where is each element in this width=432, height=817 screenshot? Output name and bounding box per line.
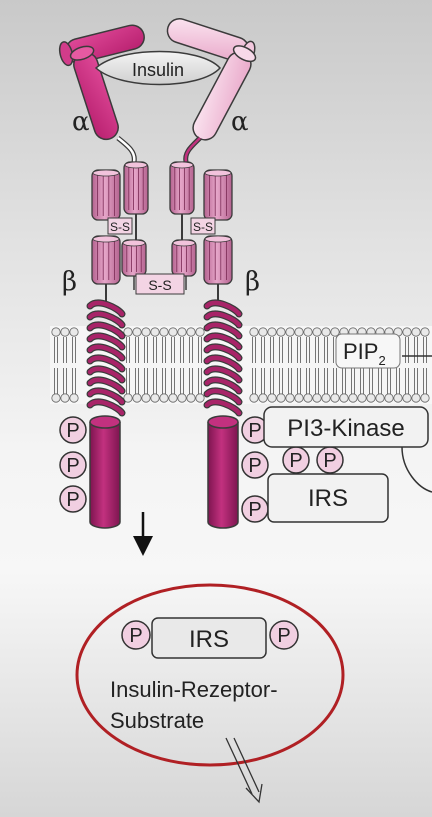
phosphate-icon [59, 485, 87, 513]
phosphate-label: P [248, 420, 261, 442]
phosphate-label: P [66, 489, 79, 511]
phosphate-label: P [277, 625, 290, 647]
lipid-heads-inner [51, 393, 430, 403]
phosphate-icon [59, 416, 87, 444]
irs-substrate-box [151, 617, 267, 659]
ss-label-right: S-S [193, 220, 213, 234]
phosphate-label: P [248, 499, 261, 521]
phosphate-icon [241, 451, 269, 479]
disulfide-bridge-left: S-S [107, 217, 133, 235]
ss-label-center: S-S [148, 277, 171, 293]
disulfide-bridge-right: S-S [190, 217, 216, 235]
phosphate-label: P [66, 420, 79, 442]
pi3-kinase-label: PI3-Kinase [287, 415, 404, 442]
phosphate-label: P [66, 455, 79, 477]
pi3-kinase-box: PI3-Kinase [263, 406, 432, 493]
alpha-label-left: α [72, 107, 90, 137]
kinase-domain-right [207, 415, 239, 529]
substrate-caption-line1: Insulin-Rezeptor- [110, 677, 278, 702]
alpha-label-right: α [231, 107, 249, 137]
pip2-box: PIP2 [335, 333, 432, 369]
transmembrane-helices [86, 299, 243, 417]
beta-domain-barrel [203, 169, 233, 221]
beta-domain-barrel [91, 235, 121, 285]
transmembrane-helix-left [86, 299, 126, 417]
phosphate-icon [269, 620, 299, 650]
beta-label-right: β [245, 267, 260, 297]
beta-domain-barrel [169, 161, 195, 215]
alpha-subunit-right [166, 17, 257, 163]
phosphate-label: P [289, 450, 302, 472]
disulfide-bridge-center: S-S [135, 273, 185, 295]
ss-label-left: S-S [110, 220, 130, 234]
kinase-domain-left [89, 415, 121, 529]
phosphate-icon [121, 620, 151, 650]
beta-domain-barrel [123, 161, 149, 215]
phosphate-icon [59, 451, 87, 479]
irs-box: IRS [267, 473, 389, 523]
down-arrow-icon [133, 512, 153, 556]
insulin-label: Insulin [132, 60, 184, 80]
beta-label-left: β [62, 267, 77, 297]
substrate-caption-line2: Substrate [110, 708, 204, 733]
phosphate-label: P [129, 625, 142, 647]
pip2-label: PIP2 [343, 339, 386, 368]
beta-subunit-domains [91, 161, 233, 306]
beta-domain-barrel [91, 169, 121, 221]
transmembrane-helix-right [203, 299, 243, 417]
double-arrow-icon [225, 737, 263, 804]
irs-substrate-label: IRS [189, 626, 229, 653]
irs-label: IRS [308, 485, 348, 512]
lipid-tails [54, 337, 427, 394]
phosphate-label: P [323, 450, 336, 472]
substrate-highlight: IRS P P Insulin-Rezeptor- Substrate [75, 583, 345, 767]
beta-domain-barrel [203, 235, 233, 285]
insulin-ligand: Insulin [94, 50, 222, 86]
alpha-subunit-left [58, 24, 145, 163]
phosphate-label: P [248, 455, 261, 477]
